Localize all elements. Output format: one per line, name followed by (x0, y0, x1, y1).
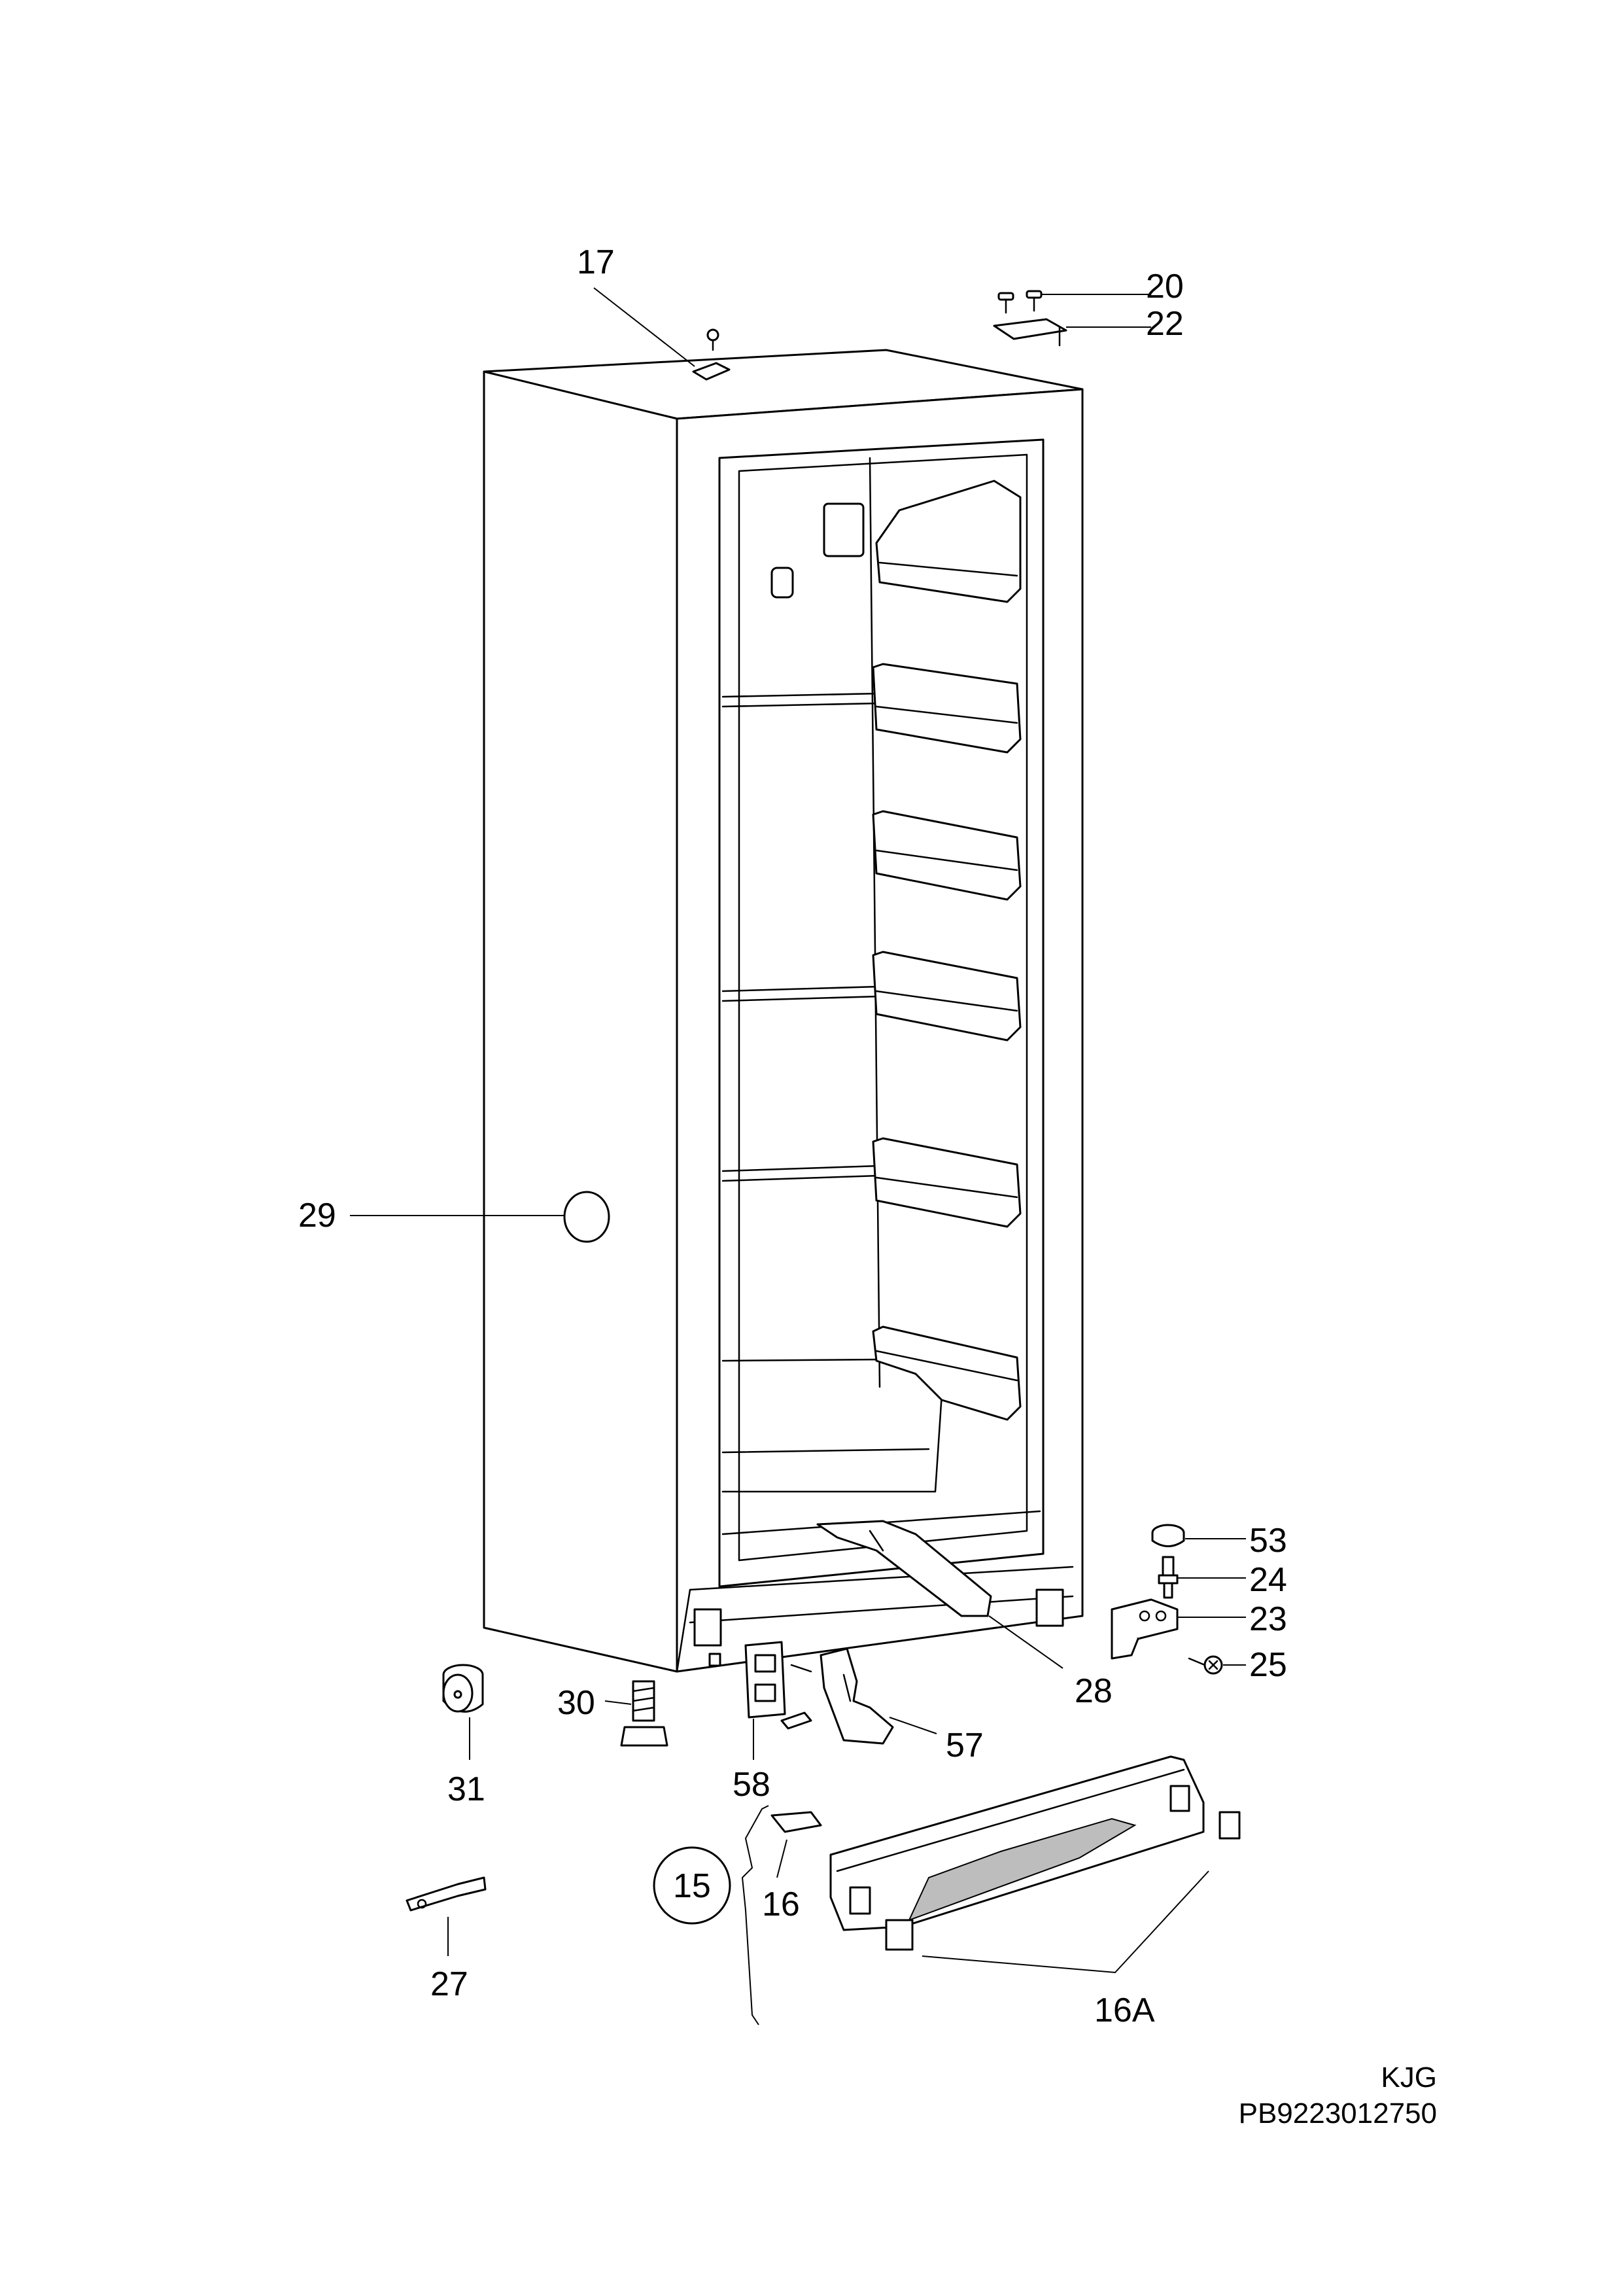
callout-31: 31 (447, 1770, 485, 1808)
callout-22: 22 (1146, 305, 1184, 343)
shelf-5 (872, 1137, 1022, 1228)
shelf-2 (872, 663, 1022, 754)
foot-31 (442, 1664, 484, 1713)
cap-53 (1151, 1524, 1185, 1547)
group-15-bracket (741, 1805, 769, 2025)
callout-57: 57 (946, 1726, 984, 1764)
clip-16 (770, 1811, 822, 1833)
adjustable-foot-30 (620, 1680, 668, 1747)
cabinet (483, 349, 1084, 1673)
door-stop-28 (816, 1520, 992, 1617)
shelf-4 (872, 951, 1022, 1042)
bottom-hinge-23 (1111, 1598, 1179, 1660)
shelf-1 (875, 480, 1022, 603)
callout-58: 58 (733, 1766, 770, 1804)
callout-16a: 16A (1094, 1991, 1155, 2029)
callout-17: 17 (577, 243, 615, 281)
footer-product-number: PB9223012750 (1239, 2097, 1437, 2129)
screw-25 (1188, 1655, 1223, 1675)
callout-27: 27 (430, 1965, 468, 2003)
spanner-27 (406, 1876, 487, 1912)
hinge-cover-57 (820, 1647, 894, 1745)
footer-code: KJG (1381, 2061, 1437, 2094)
callout-labels: 17 20 22 29 53 24 23 25 28 30 31 57 58 1… (298, 243, 1287, 2029)
callout-53: 53 (1249, 1522, 1287, 1560)
plug-29 (563, 1191, 610, 1243)
shelf-3 (872, 810, 1022, 901)
top-hinge-cover (692, 328, 731, 381)
callout-25: 25 (1249, 1646, 1287, 1684)
callout-24: 24 (1249, 1561, 1287, 1599)
screws-20 (997, 290, 1043, 314)
callout-30: 30 (557, 1684, 595, 1722)
callout-28: 28 (1075, 1672, 1113, 1710)
callout-15: 15 (673, 1867, 711, 1905)
plinth-grille-16a (829, 1755, 1241, 1951)
callout-20: 20 (1146, 268, 1184, 306)
pin-24 (1158, 1556, 1179, 1599)
callout-16: 16 (762, 1885, 800, 1923)
group-15-circle (653, 1846, 731, 1925)
shelf-6 (872, 1325, 1022, 1421)
leader-lines (350, 287, 1246, 1974)
hinge-plate-22 (993, 318, 1067, 347)
callout-23: 23 (1249, 1600, 1287, 1638)
callout-29: 29 (298, 1197, 336, 1235)
hinge-bracket-58 (744, 1641, 812, 1730)
